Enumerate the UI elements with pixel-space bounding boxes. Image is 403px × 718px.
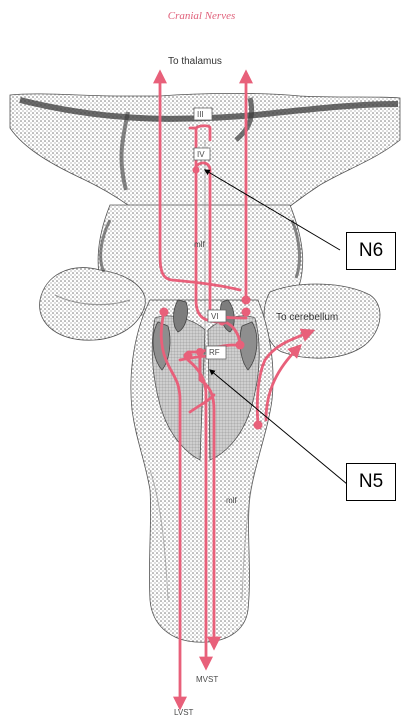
label-rf: RF xyxy=(209,348,220,357)
label-mvst: MVST xyxy=(196,675,218,684)
label-lvst: LVST xyxy=(174,708,193,717)
label-nucleus-III: III xyxy=(197,110,204,119)
label-mlf-lower: mlf xyxy=(226,496,237,505)
label-mlf-upper: mlf xyxy=(194,240,205,249)
callout-n6: N6 xyxy=(346,232,396,270)
callout-n5: N5 xyxy=(346,463,396,501)
label-to-thalamus: To thalamus xyxy=(168,56,222,67)
label-nucleus-IV: IV xyxy=(197,150,205,159)
label-to-cerebellum: To cerebellum xyxy=(276,312,338,323)
label-nucleus-VI: VI xyxy=(211,312,219,321)
